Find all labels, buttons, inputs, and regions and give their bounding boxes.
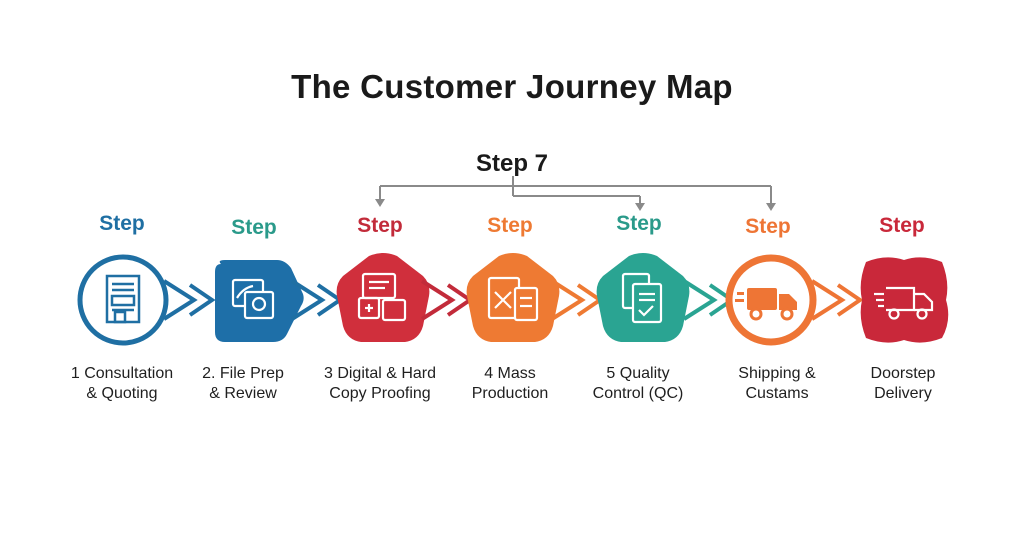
step-5-node [595, 252, 691, 348]
arrowhead-step5 [635, 203, 645, 211]
step-3-word: Step [357, 214, 403, 237]
step-6-label-line2: Custams [745, 385, 809, 402]
arrowhead-step3 [375, 199, 385, 207]
step-2-label: 2. File Prep & Review [168, 364, 318, 404]
step-3-label-line1: 3 Digital & Hard [323, 365, 437, 382]
step-7-label: Doorstep Delivery [828, 364, 978, 404]
step-6-word: Step [745, 215, 791, 238]
proof-sheets-icon [357, 272, 407, 322]
truck-icon [735, 288, 797, 321]
production-icon [487, 276, 539, 322]
step-4-label-line1: 4 Mass [484, 365, 536, 382]
step-2-node [207, 252, 304, 348]
step-1-label-line1: 1 Consultation [70, 365, 174, 382]
step-1-word: Step [99, 212, 145, 235]
step-7-word: Step [879, 214, 925, 237]
file-review-icon [231, 278, 275, 320]
step-5-label: 5 Quality Control (QC) [563, 364, 713, 404]
step-7-label-line2: Delivery [874, 385, 932, 402]
step-4-label: 4 Mass Production [435, 364, 585, 404]
step-1-node [75, 252, 171, 348]
step-7-node [856, 252, 952, 348]
step-4-word: Step [487, 214, 533, 237]
step-4-node [465, 252, 561, 348]
step-4-label-line2: Production [471, 385, 549, 402]
step-2-word: Step [231, 216, 277, 239]
step-1-label: 1 Consultation & Quoting [47, 364, 197, 404]
step-6-label: Shipping & Custams [702, 364, 852, 404]
step-7-label-line1: Doorstep [870, 365, 936, 382]
step-2-label-line1: 2. File Prep [202, 365, 284, 382]
step-6-node [723, 252, 819, 348]
step-2-label-line2: & Review [209, 385, 277, 402]
delivery-truck-icon [874, 286, 934, 320]
step-3-label-line2: Copy Proofing [329, 385, 431, 402]
step-5-label-line2: Control (QC) [592, 385, 684, 402]
step-1-label-line2: & Quoting [86, 385, 158, 402]
arrow-1-2 [162, 279, 216, 321]
step-6-label-line1: Shipping & [738, 365, 816, 382]
step-5-word: Step [616, 212, 662, 235]
document-form-icon [105, 274, 141, 324]
arrow-6-7 [810, 279, 864, 321]
branch-label: Step 7 [475, 150, 549, 177]
page-title: The Customer Journey Map [291, 68, 733, 105]
step-5-label-line1: 5 Quality [606, 365, 670, 382]
step-3-label: 3 Digital & Hard Copy Proofing [305, 364, 455, 404]
qc-documents-icon [621, 272, 663, 324]
arrowhead-step6 [766, 203, 776, 211]
step-3-node [335, 252, 431, 348]
